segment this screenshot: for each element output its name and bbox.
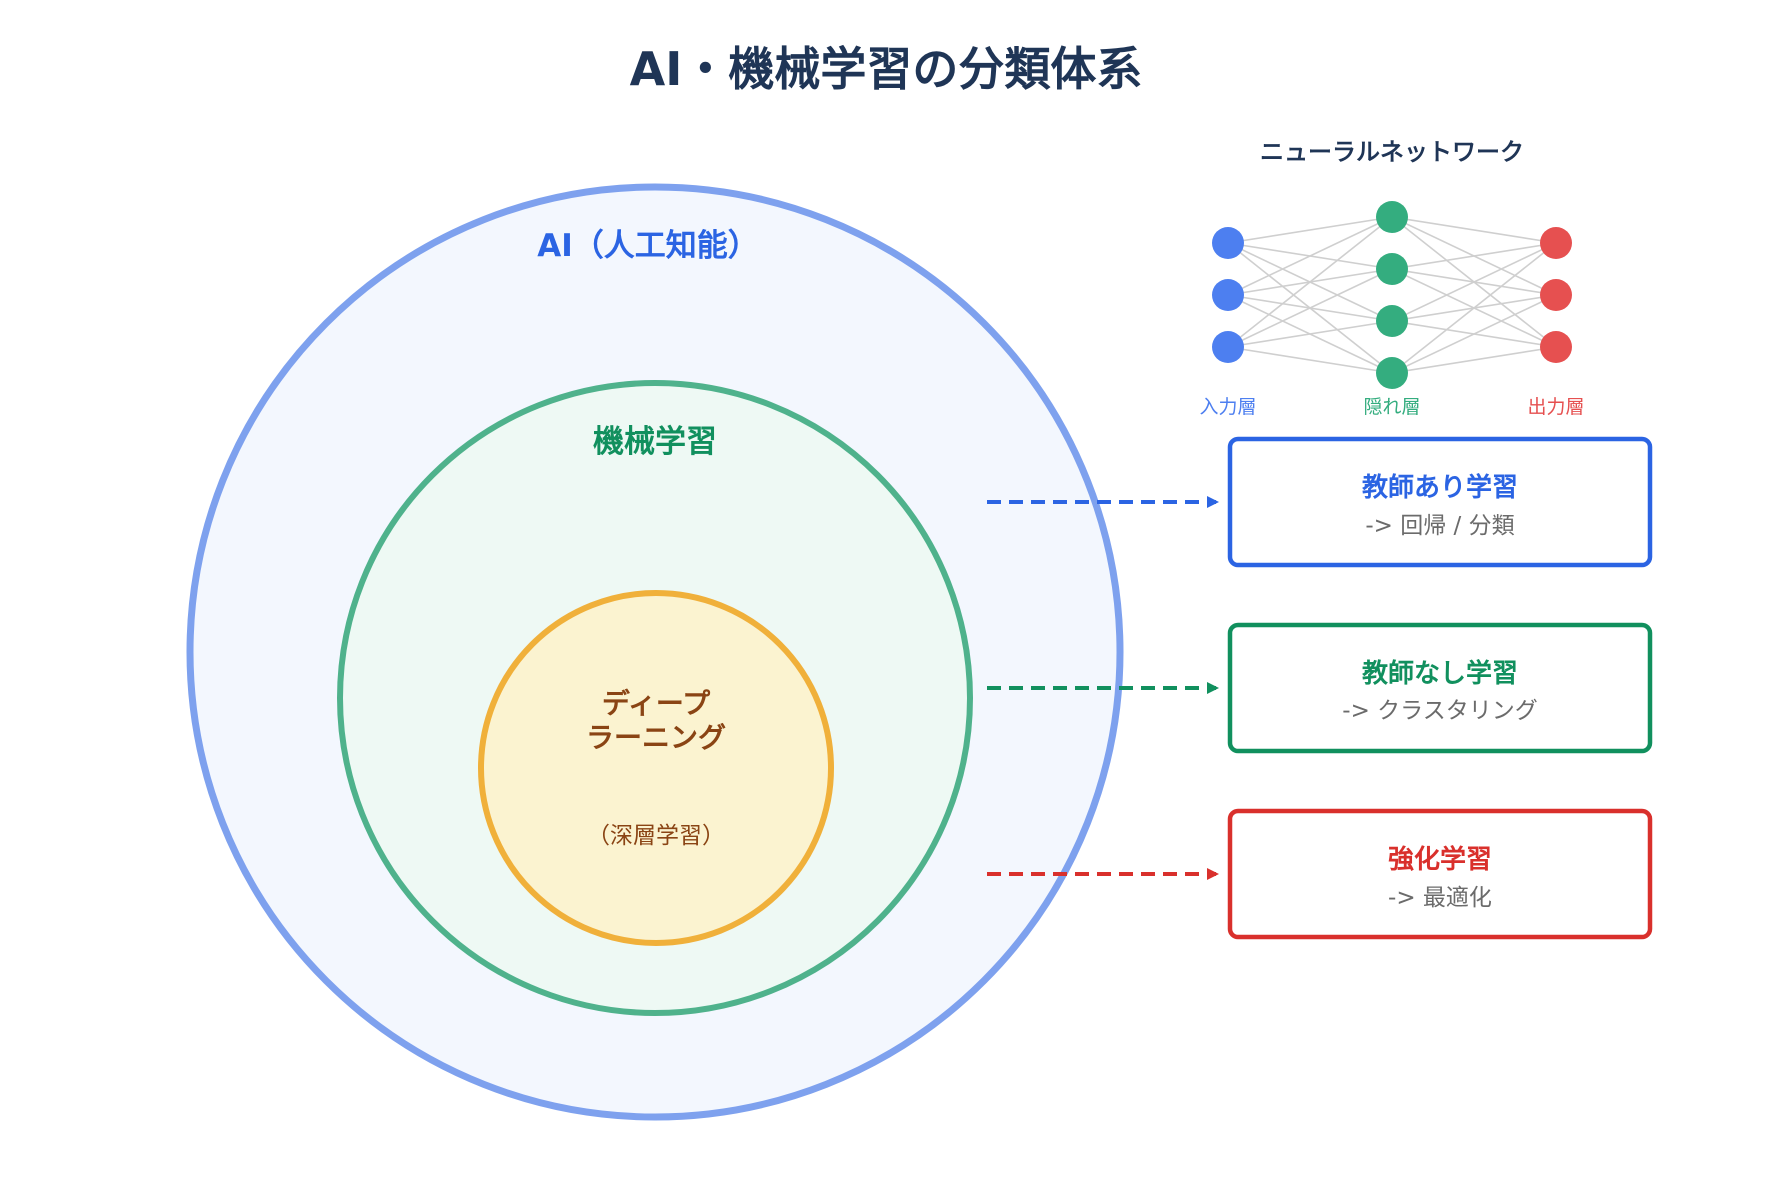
- neural-network-connections: [1227, 216, 1557, 374]
- input-node-1: [1212, 227, 1244, 259]
- hidden-node-3: [1376, 305, 1408, 337]
- nn-connection-hidden4-output2: [1391, 294, 1557, 374]
- nn-connection-input3-hidden3: [1227, 320, 1393, 348]
- supervised-learning-subtitle: -> 回帰 / 分類: [1365, 513, 1514, 539]
- output-node-3: [1540, 331, 1572, 363]
- supervised-learning-title: 教師あり学習: [1362, 472, 1518, 503]
- hidden-node-1: [1376, 201, 1408, 233]
- dl-circle-label-line1: ディープ: [602, 687, 711, 720]
- unsupervised-learning-box: 教師なし学習 -> クラスタリング: [1227, 622, 1653, 754]
- reinforcement-learning-title: 強化学習: [1388, 844, 1492, 875]
- ai-circle-label: AI（人工知能）: [537, 228, 759, 264]
- neural-network-title: ニューラルネットワーク: [1260, 138, 1524, 166]
- input-layer-label: 入力層: [1199, 396, 1256, 418]
- supervised-learning-box: 教師あり学習 -> 回帰 / 分類: [1227, 436, 1653, 568]
- nn-connection-input3-hidden1: [1227, 216, 1393, 348]
- nn-connection-hidden4-output3: [1391, 346, 1557, 374]
- hidden-layer-label: 隠れ層: [1363, 396, 1420, 418]
- hidden-node-4: [1376, 357, 1408, 389]
- nn-connection-hidden2-output1: [1391, 242, 1557, 270]
- reinforcement-learning-subtitle: -> 最適化: [1388, 885, 1492, 911]
- nn-connection-hidden1-output1: [1391, 216, 1557, 244]
- nn-connection-hidden3-output1: [1391, 242, 1557, 322]
- output-layer-label: 出力層: [1527, 396, 1584, 418]
- neural-network-nodes: [1212, 201, 1572, 389]
- learning-type-arrows: [987, 496, 1219, 880]
- unsupervised-learning-subtitle: -> クラスタリング: [1342, 698, 1537, 724]
- hidden-node-2: [1376, 253, 1408, 285]
- nn-connection-input3-hidden4: [1227, 346, 1393, 374]
- nn-connection-input1-hidden1: [1227, 216, 1393, 244]
- dl-circle-label-line2: ラーニング: [586, 721, 726, 754]
- dl-circle: [478, 590, 834, 946]
- nn-connection-input2-hidden1: [1227, 216, 1393, 296]
- output-node-1: [1540, 227, 1572, 259]
- nested-circles: AI（人工知能） 機械学習 ディープ ラーニング （深層学習）: [186, 183, 1124, 1121]
- input-node-2: [1212, 279, 1244, 311]
- page-title: AI・機械学習の分類体系: [630, 42, 1143, 96]
- ml-circle-label: 機械学習: [593, 424, 717, 460]
- output-node-2: [1540, 279, 1572, 311]
- nn-connection-hidden4-output1: [1391, 242, 1557, 374]
- unsupervised-learning-title: 教師なし学習: [1362, 658, 1518, 689]
- nn-connection-input3-hidden2: [1227, 268, 1393, 348]
- dl-circle-sublabel: （深層学習）: [587, 823, 725, 849]
- reinforcement-learning-box: 強化学習 -> 最適化: [1227, 808, 1653, 940]
- neural-network: ニューラルネットワーク 入力層 隠れ層 出力層: [1199, 138, 1584, 418]
- input-node-3: [1212, 331, 1244, 363]
